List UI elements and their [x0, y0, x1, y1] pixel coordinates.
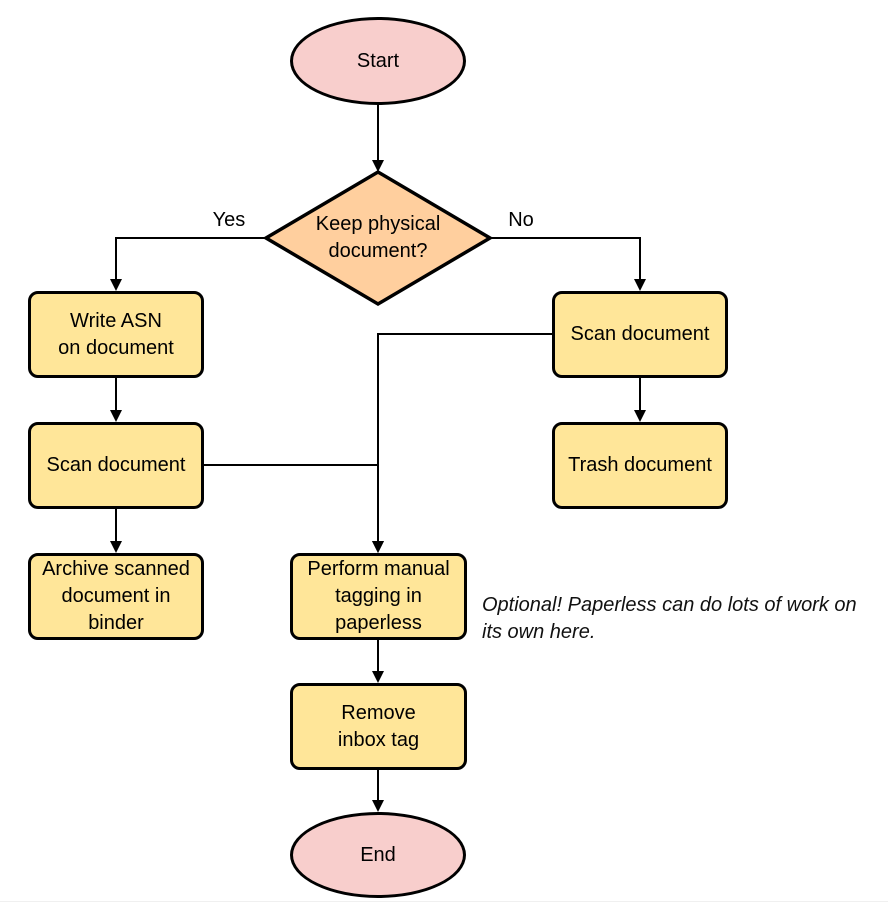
optional-note: Optional! Paperless can do lots of work …: [482, 594, 857, 643]
edge-decision-yes-to-write-asn: [110, 237, 266, 291]
node-decision-label: Keep physical document?: [315, 213, 441, 262]
edge-scan-right-to-perform: [372, 333, 552, 553]
node-scan-document-right: Scan document: [552, 291, 728, 378]
node-remove-inbox-tag: Remove inbox tag: [290, 683, 467, 770]
node-start: Start: [290, 17, 466, 105]
node-end: End: [290, 812, 466, 898]
node-start-label: Start: [356, 49, 400, 72]
bottom-divider: [0, 901, 888, 902]
node-archive-binder-label: Archive scanned document in binder: [42, 558, 190, 634]
node-end-label: End: [360, 843, 396, 866]
node-manual-tagging: Perform manual tagging in paperless: [290, 553, 467, 640]
node-scan-document-left: Scan document: [28, 422, 204, 509]
node-decision-shape: [262, 169, 494, 307]
node-archive-binder: Archive scanned document in binder: [28, 553, 204, 640]
node-write-asn: Write ASN on document: [28, 291, 204, 378]
node-manual-tagging-label: Perform manual tagging in paperless: [307, 558, 450, 634]
node-remove-inbox-tag-label: Remove inbox tag: [337, 701, 420, 751]
node-write-asn-label: Write ASN on document: [58, 309, 174, 359]
edge-label-yes: Yes: [212, 209, 246, 231]
edge-decision-no-to-scan-right: [490, 237, 646, 291]
node-scan-document-right-label: Scan document: [570, 323, 710, 345]
edge-label-no: No: [508, 209, 534, 231]
node-trash-document-label: Trash document: [568, 454, 712, 476]
node-trash-document: Trash document: [552, 422, 728, 509]
edge-scan-left-to-perform: [204, 464, 384, 553]
node-scan-document-left-label: Scan document: [46, 454, 186, 476]
